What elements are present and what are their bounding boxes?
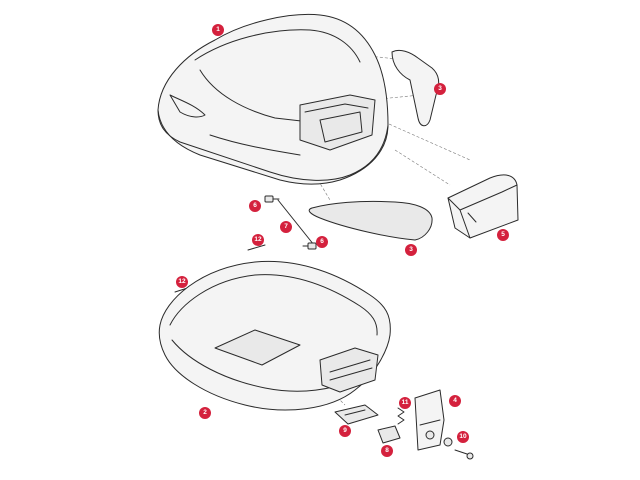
- callout-hinge-rod: 7: [280, 221, 292, 233]
- callout-screw-b: 12: [176, 276, 188, 288]
- callout-spring: 11: [399, 397, 411, 409]
- spring-part[interactable]: [397, 407, 405, 425]
- hinge-assembly[interactable]: [264, 195, 317, 250]
- key-part[interactable]: [443, 437, 474, 460]
- lid-part[interactable]: [157, 14, 389, 185]
- upper-reflector-part[interactable]: [391, 49, 440, 127]
- side-reflector-part[interactable]: [308, 200, 433, 241]
- callout-lock-plate: 4: [449, 395, 461, 407]
- callout-side-reflector: 3: [405, 244, 417, 256]
- callout-hinge-pin-left: 6: [249, 200, 261, 212]
- latch-plate-part[interactable]: [334, 404, 379, 425]
- callout-lid: 1: [212, 24, 224, 36]
- base-part[interactable]: [158, 260, 391, 411]
- callout-rear-cover: 5: [497, 229, 509, 241]
- callout-key: 10: [457, 431, 469, 443]
- callout-latch-plate: 9: [339, 425, 351, 437]
- rear-cover-part[interactable]: [447, 174, 519, 239]
- lock-plate-part[interactable]: [414, 389, 445, 451]
- latch-part[interactable]: [377, 425, 401, 444]
- callout-base: 2: [199, 407, 211, 419]
- callout-upper-reflector: 3: [434, 83, 446, 95]
- callout-hinge-pin-right: 6: [316, 236, 328, 248]
- callout-screw-a: 12: [252, 234, 264, 246]
- callout-latch: 8: [381, 445, 393, 457]
